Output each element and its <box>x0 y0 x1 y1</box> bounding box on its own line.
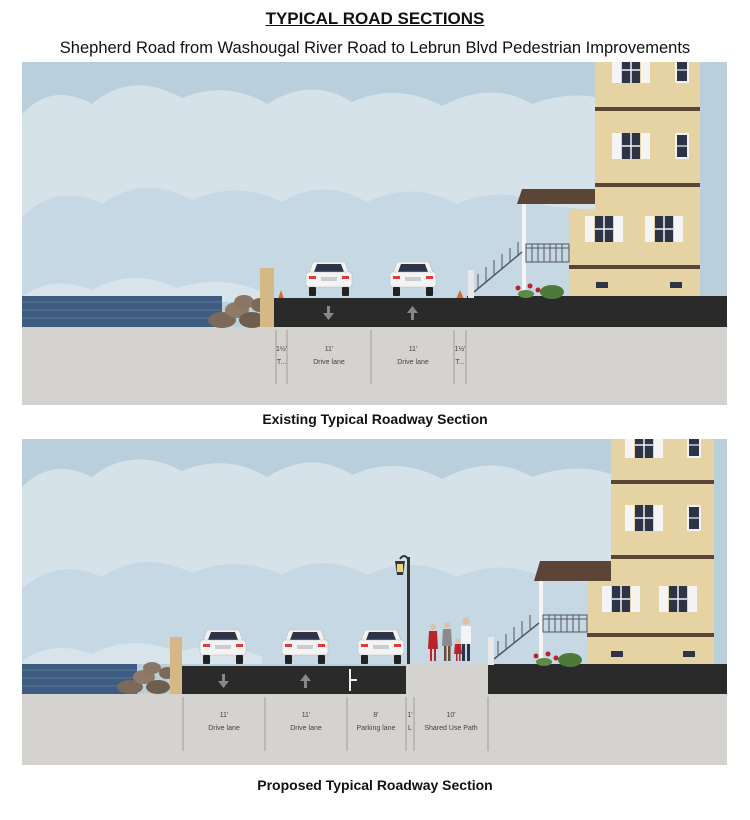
dim-label-3: Drive lane <box>397 359 429 366</box>
house <box>468 62 700 299</box>
lane-arrow-up <box>300 674 311 688</box>
dim-width-3: 11' <box>409 346 418 353</box>
proposed-section-caption: Proposed Typical Roadway Section <box>257 777 493 793</box>
dim-label-2: Drive lane <box>290 725 322 732</box>
dim-width-2: 11' <box>302 712 311 719</box>
dim-label-5: Shared Use Path <box>424 725 477 732</box>
dim-width-4: 1' <box>407 712 412 719</box>
house <box>488 439 714 667</box>
dim-label-1: T... <box>277 359 286 366</box>
dim-label-4: L <box>408 725 412 732</box>
lane-arrow-down <box>323 306 334 320</box>
dim-width-1: 1½' <box>276 345 287 353</box>
proposed-section-illustration: 11' Drive lane 11' Drive lane 8' Parking… <box>22 439 727 765</box>
dim-width-1: 11' <box>220 712 229 719</box>
water <box>22 296 222 327</box>
dim-label-2: Drive lane <box>313 359 345 366</box>
street-lamp-icon <box>395 555 410 664</box>
lane-arrow-down <box>218 674 229 688</box>
barrier-post <box>260 268 274 327</box>
shared-use-path <box>406 663 488 694</box>
clouds <box>22 85 622 223</box>
dim-label-3: Parking lane <box>357 725 396 732</box>
page-subtitle: Shepherd Road from Washougal River Road … <box>59 39 691 57</box>
dim-width-2: 11' <box>325 346 334 353</box>
shoreline-rocks <box>117 662 175 694</box>
existing-section-illustration: 1½' T... 11' Drive lane 11' Drive lane 1… <box>22 62 727 405</box>
dim-label-4: T... <box>455 359 464 366</box>
dim-width-5: 10' <box>446 712 455 719</box>
dim-width-4: 1½' <box>454 345 465 353</box>
existing-section-caption: Existing Typical Roadway Section <box>262 411 488 427</box>
dim-label-1: Drive lane <box>208 725 240 732</box>
page-title: TYPICAL ROAD SECTIONS <box>265 9 485 28</box>
ground <box>22 327 727 405</box>
pedestrians-icon <box>428 617 471 661</box>
lane-arrow-up <box>407 306 418 320</box>
roadway <box>274 298 474 327</box>
dim-width-3: 8' <box>373 712 378 719</box>
